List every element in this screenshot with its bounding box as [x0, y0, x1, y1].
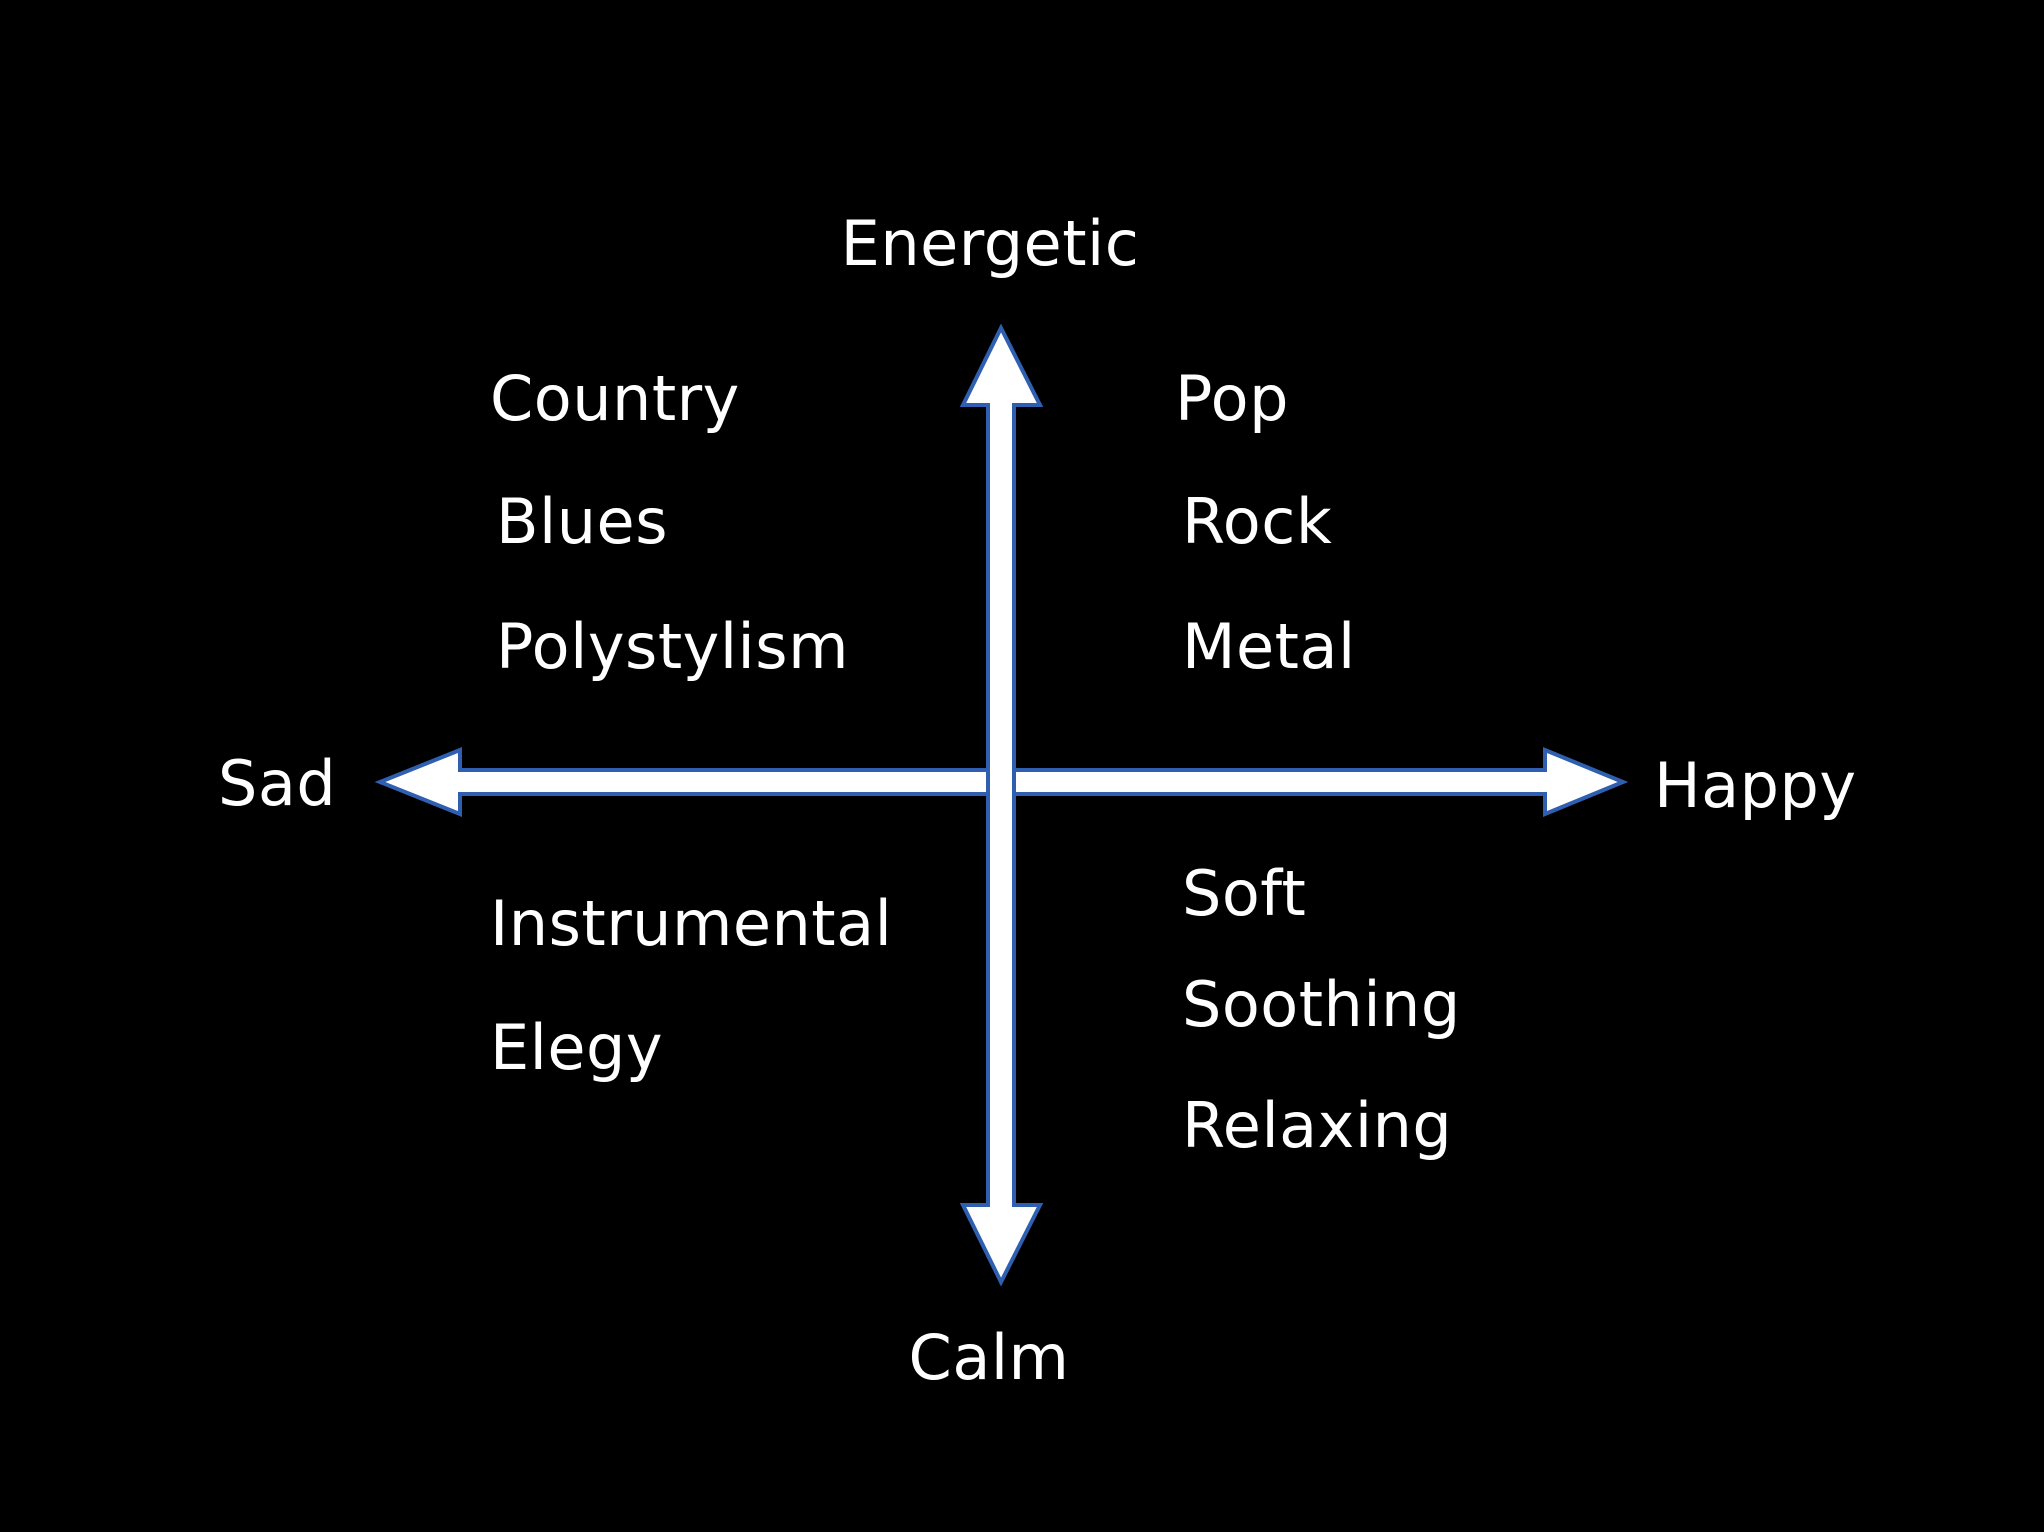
genre-label: Instrumental: [490, 887, 893, 960]
axis-label-left: Sad: [218, 747, 337, 820]
genre-label: Pop: [1175, 362, 1289, 435]
axis-label-right: Happy: [1654, 749, 1857, 822]
genre-label: Elegy: [490, 1011, 664, 1084]
genre-label: Country: [490, 362, 740, 435]
genre-label: Relaxing: [1182, 1089, 1453, 1162]
axis-label-top: Energetic: [840, 207, 1140, 280]
genre-label: Soothing: [1182, 968, 1461, 1041]
axis-label-bottom: Calm: [908, 1321, 1070, 1394]
vertical-double-arrow: [959, 323, 1044, 1287]
genre-label: Metal: [1182, 610, 1356, 683]
genre-label: Rock: [1182, 485, 1333, 558]
genre-label: Polystylism: [496, 610, 849, 683]
genre-label: Soft: [1182, 857, 1307, 930]
genre-label: Blues: [496, 485, 669, 558]
